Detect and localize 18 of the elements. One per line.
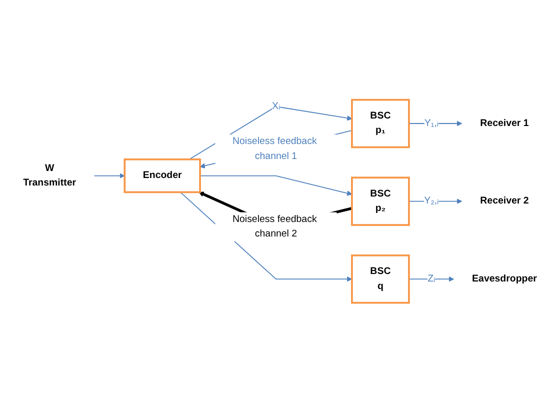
arrow (94, 173, 125, 178)
arrow (408, 198, 462, 204)
node-text: Receiver 2 (480, 196, 529, 206)
edge-label: Y₁,ᵢ (424, 118, 438, 128)
node-box: BSC q (351, 254, 410, 304)
arrow (408, 276, 454, 282)
node-text: Eavesdropper (472, 274, 537, 284)
arrow (200, 175, 352, 196)
node-box: Encoder (124, 158, 201, 194)
node-box: BSC p₁ (351, 98, 410, 148)
edge-label: Zᵢ (428, 274, 436, 284)
node-text: Receiver 1 (480, 118, 529, 128)
edge-label: Noiseless feedback channel 1 (232, 136, 317, 162)
edge-label: Xᵢ (272, 101, 280, 112)
node-text: W Transmitter (23, 163, 76, 188)
edge-label: Y₂,ᵢ (424, 196, 439, 206)
edge-label: Noiseless feedback channel 2 (232, 214, 317, 239)
node-box: BSC p₂ (351, 176, 410, 226)
